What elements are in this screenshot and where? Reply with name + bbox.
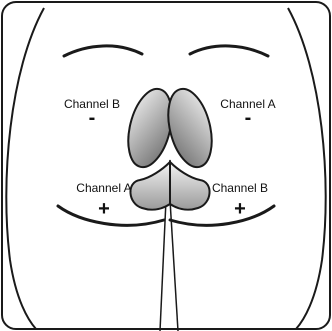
label-upper-right-polarity: -	[245, 107, 252, 129]
label-lower-right-channel: Channel B	[212, 181, 268, 195]
label-lower-left-channel: Channel A	[76, 181, 131, 195]
label-lower-right-polarity: +	[234, 198, 246, 220]
label-upper-left-polarity: -	[89, 107, 96, 129]
label-lower-left-polarity: +	[98, 198, 110, 220]
